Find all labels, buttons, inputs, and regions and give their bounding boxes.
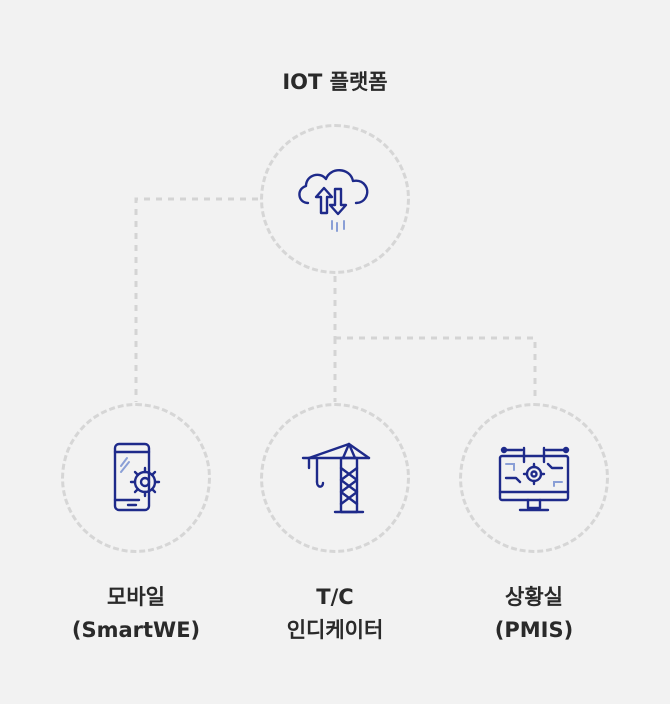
situation-label-line1: 상황실 [505, 585, 563, 609]
tc-label-line2: 인디케이터 [286, 618, 384, 642]
mobile-label-line1: 모바일 [107, 585, 165, 609]
situation-room-node [459, 403, 609, 553]
cloud-sync-icon [298, 169, 369, 232]
mobile-label: 모바일 (SmartWE) [36, 581, 236, 647]
monitor-circuit-gear-icon [498, 446, 570, 512]
tc-label-line1: T/C [316, 585, 354, 609]
connector-hub-to-situation [335, 336, 537, 402]
mobile-node [61, 403, 211, 553]
situation-label-line2: (PMIS) [494, 618, 574, 642]
situation-label: 상황실 (PMIS) [434, 581, 634, 647]
tower-crane-icon [301, 442, 371, 514]
mobile-label-line2: (SmartWE) [71, 618, 201, 642]
diagram-title: IOT 플랫폼 [282, 70, 388, 94]
smartphone-gear-icon [113, 442, 161, 512]
connector-hub-to-mobile [134, 197, 258, 402]
iot-platform-node [260, 124, 410, 274]
tc-label: T/C 인디케이터 [235, 581, 435, 647]
tc-indicator-node [260, 403, 410, 553]
